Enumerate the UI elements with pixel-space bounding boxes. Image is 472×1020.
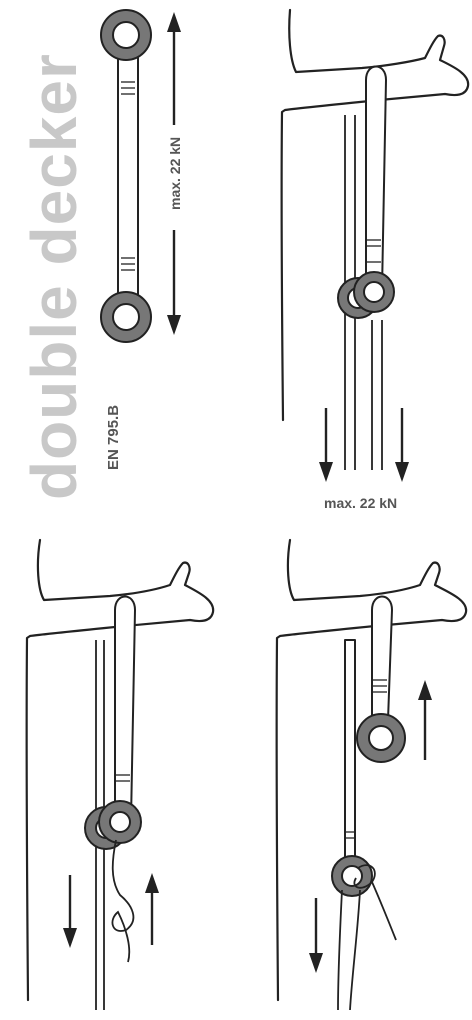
- ring-top-icon: [100, 9, 152, 61]
- ring-right-icon: [98, 800, 142, 844]
- down-arrow-left-icon: [319, 408, 333, 482]
- bartack-top: [121, 81, 135, 95]
- sling-loop: [365, 65, 387, 291]
- knot-icon: [337, 864, 397, 1011]
- standard-label: EN 795.B: [105, 405, 122, 470]
- knot-icon: [111, 839, 135, 963]
- ring-upper-icon: [356, 713, 406, 763]
- branch-outline: [275, 538, 468, 1002]
- tree-double-rope-panel: max. 22 kN: [280, 8, 470, 511]
- tree-knot-panel: [25, 538, 215, 1010]
- load-label-top: max. 22 kN: [167, 137, 183, 210]
- down-arrow-right-icon: [395, 408, 409, 482]
- sling-overview-panel: max. 22 kN: [100, 9, 183, 343]
- ring-lower-icon: [331, 855, 373, 897]
- bartack-bottom: [121, 257, 135, 271]
- sling-lower: [344, 639, 356, 861]
- ring-right-icon: [353, 271, 395, 313]
- down-arrow-icon: [63, 875, 77, 948]
- branch-outline: [25, 538, 215, 1002]
- product-title: double decker: [18, 53, 90, 500]
- load-label-right: max. 22 kN: [324, 495, 397, 511]
- load-arrow-icon: [167, 12, 181, 335]
- ring-bottom-icon: [100, 291, 152, 343]
- up-arrow-icon: [418, 680, 432, 760]
- tree-single-ring-panel: [275, 538, 468, 1011]
- sling-loop: [114, 595, 136, 821]
- sling-loop: [371, 595, 393, 721]
- branch-outline: [280, 8, 470, 422]
- up-arrow-icon: [145, 873, 159, 945]
- down-arrow-icon: [309, 898, 323, 973]
